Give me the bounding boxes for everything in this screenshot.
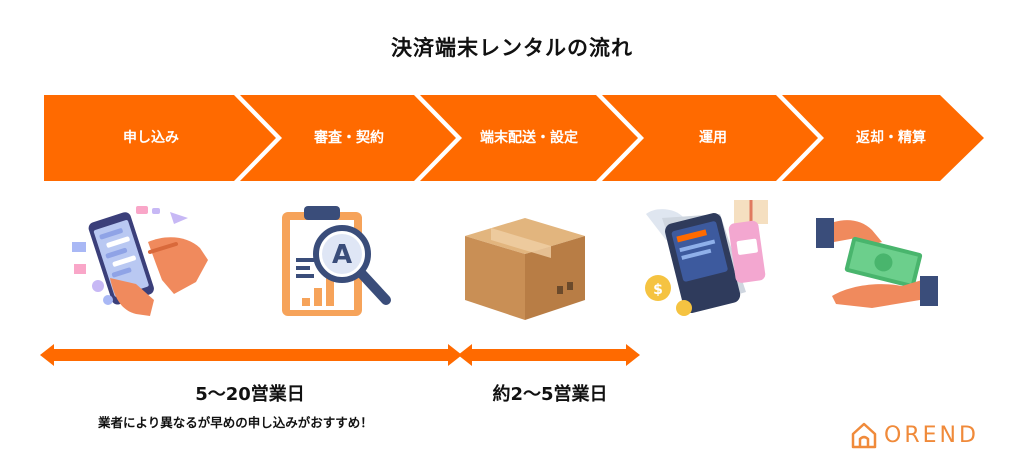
smartphone-hand-icon [70, 200, 210, 324]
clipboard-magnifier-icon: A [278, 202, 398, 328]
svg-text:A: A [332, 240, 352, 270]
cash-handover-icon [812, 212, 942, 316]
duration-arrow-2 [458, 344, 640, 370]
house-logo-icon [851, 422, 877, 449]
flow-steps: 申し込み 審査・契約 端末配送・設定 運用 返却・精算 [44, 95, 984, 181]
payment-terminal-icon: $ [636, 196, 786, 324]
svg-text:$: $ [653, 282, 663, 298]
duration-label-2: 約2〜5営業日 [492, 384, 608, 405]
note-text: 業者により異なるが早めの申し込みがおすすめ！ [98, 415, 373, 430]
step-chevron-2 [240, 95, 456, 181]
step-chevron-5 [782, 95, 984, 181]
cardboard-box-icon [455, 196, 595, 330]
step-label-2: 審査・契約 [314, 130, 384, 146]
step-chevron-1 [44, 95, 276, 181]
step-chevron-3 [420, 95, 638, 181]
step-label-5: 返却・精算 [856, 130, 926, 146]
flow-chevron-shapes [44, 95, 984, 181]
logo-text: OREND [884, 422, 979, 448]
page-title: 決済端末レンタルの流れ [391, 36, 633, 60]
step-label-4: 運用 [699, 130, 727, 146]
step-label-3: 端末配送・設定 [480, 130, 578, 146]
orend-logo: OREND [850, 420, 979, 450]
step-chevron-4 [602, 95, 818, 181]
duration-arrow-1 [40, 344, 462, 370]
step-label-1: 申し込み [123, 130, 179, 146]
duration-label-1: 5〜20営業日 [195, 384, 305, 405]
